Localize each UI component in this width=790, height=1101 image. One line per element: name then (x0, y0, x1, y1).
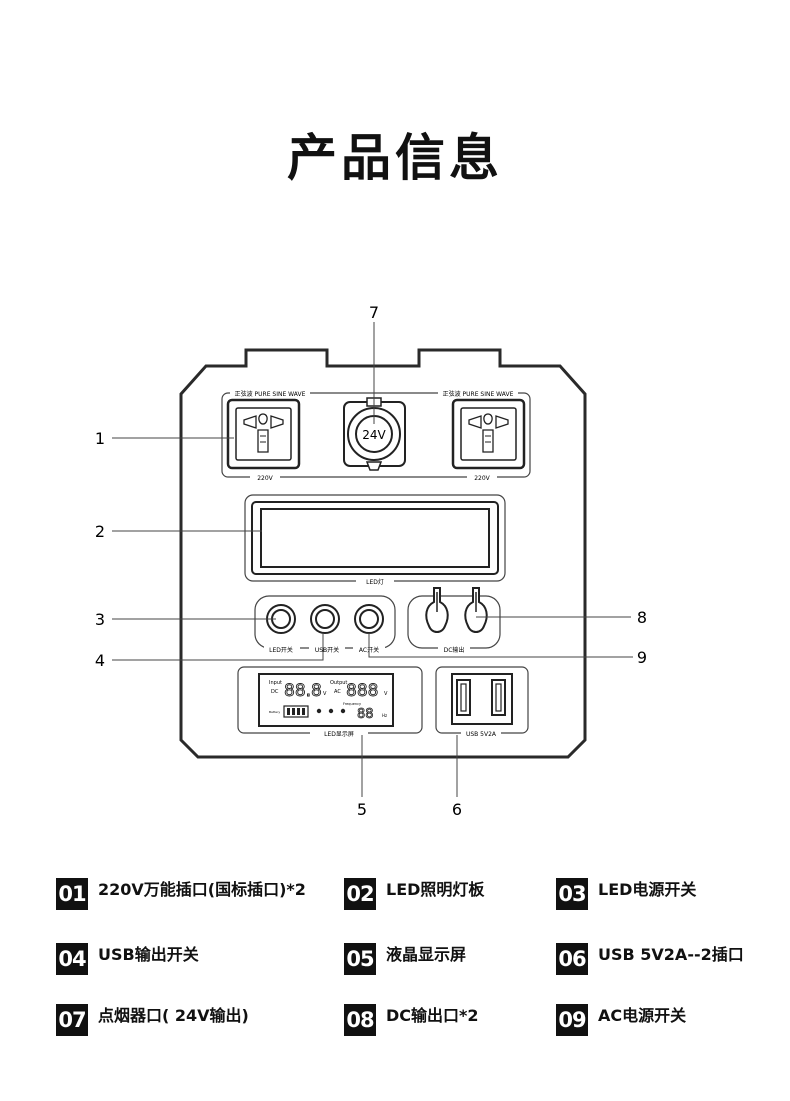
ac-socket-left[interactable] (226, 398, 301, 470)
switch-label-usb: USB开关 (315, 646, 339, 654)
callout-number: 8 (637, 608, 647, 627)
lcd-display: LED显示屏 Input DC 88.8 V Output AC 888 V B… (237, 666, 423, 738)
socket-bottom-label-left: 220V (257, 475, 273, 482)
callout-number: 9 (637, 648, 647, 667)
legend-number: 02 (344, 878, 376, 910)
callout-number: 4 (95, 651, 105, 670)
legend-text: 220V万能插口(国标插口)*2 (98, 880, 306, 899)
lcd-hz-text: Hz (382, 713, 387, 718)
legend-text: DC输出口*2 (386, 1006, 479, 1025)
legend-text: 液晶显示屏 (386, 945, 467, 964)
usb-ports[interactable] (435, 666, 529, 734)
lcd-dc-text: DC (271, 689, 279, 695)
legend-number: 04 (56, 943, 88, 975)
dc-port-left[interactable] (425, 587, 449, 633)
led-light-panel: LED灯 (244, 494, 506, 586)
callout-lines (112, 322, 633, 797)
callout-number: 2 (95, 522, 105, 541)
led-panel-label: LED灯 (366, 578, 384, 586)
legend-number: 05 (344, 943, 376, 975)
callout-number: 6 (452, 800, 462, 819)
legend-text: 点烟器口( 24V输出) (98, 1006, 249, 1025)
socket-panel-frame (221, 392, 531, 478)
lcd-label: LED显示屏 (324, 731, 354, 738)
lcd-ac-text: AC (334, 689, 341, 695)
lcd-battery-icon (283, 705, 309, 718)
lcd-indicator-dot (340, 708, 346, 714)
legend-number: 08 (344, 1004, 376, 1036)
lcd-frequency-text: Frequency (343, 702, 361, 706)
lcd-input-unit: V (323, 691, 327, 697)
legend-number: 06 (556, 943, 588, 975)
legend-number: 01 (56, 878, 88, 910)
lcd-output-text: Output (330, 680, 347, 686)
lcd-indicator-dot (328, 708, 334, 714)
lcd-input-text: Input (269, 680, 282, 686)
socket-bottom-label-right: 220V (474, 475, 490, 482)
lcd-output-digits: 888 (346, 681, 378, 701)
legend-number: 07 (56, 1004, 88, 1036)
lcd-indicator-dot (316, 708, 322, 714)
callout-number: 1 (95, 429, 105, 448)
lcd-input-digits: 88.8 (284, 681, 322, 701)
switch-label-led: LED开关 (269, 646, 293, 654)
legend-text: AC电源开关 (598, 1006, 687, 1025)
legend-text: LED照明灯板 (386, 880, 485, 899)
legend-number: 03 (556, 878, 588, 910)
lcd-output-unit: V (384, 691, 388, 697)
legend-text: USB输出开关 (98, 945, 199, 964)
usb-label: USB 5V2A (466, 731, 497, 738)
callout-number: 3 (95, 610, 105, 629)
legend-number: 09 (556, 1004, 588, 1036)
callout-number: 7 (369, 303, 379, 322)
dc-port-right[interactable] (464, 587, 488, 633)
lcd-battery-bars (287, 708, 305, 715)
callout-number: 5 (357, 800, 367, 819)
socket-top-label-left: 正弦波 PURE SINE WAVE (235, 390, 306, 398)
dc-label: DC输出 (444, 646, 465, 654)
usb-switch[interactable] (310, 604, 340, 634)
legend-text: LED电源开关 (598, 880, 697, 899)
lcd-frequency-digits: 88 (357, 707, 374, 722)
socket-top-label-right: 正弦波 PURE SINE WAVE (443, 390, 514, 398)
cig-port-label: 24V (362, 428, 386, 442)
page-title: 产品信息 (287, 129, 503, 187)
lcd-battery-text: Battery (269, 710, 280, 714)
legend-text: USB 5V2A--2插口 (598, 945, 744, 964)
ac-socket-right[interactable] (451, 398, 526, 470)
